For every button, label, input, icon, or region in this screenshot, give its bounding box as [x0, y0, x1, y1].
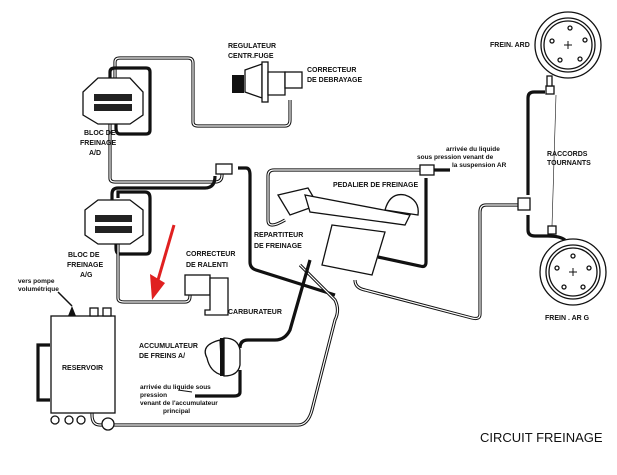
- label-arrivee-suspension: la suspension AR: [452, 162, 507, 169]
- label-arrivee-accumulateur: venant de l'accumulateur: [140, 400, 218, 407]
- tee-fitting: [215, 163, 233, 175]
- label-arrivee-accumulateur: arrivée du liquide sous: [140, 384, 211, 391]
- label-accumulateur: ACCUMULATEUR: [139, 343, 198, 350]
- label-correcteur-ralenti: DE RALENTI: [186, 262, 228, 269]
- frein-arg-wheel: [539, 94, 607, 306]
- label-arrivee-suspension: arrivée du liquide: [446, 146, 500, 153]
- label-arrivee-accumulateur: principal: [163, 408, 190, 415]
- label-arrivee-suspension: sous pression venant de: [417, 154, 494, 161]
- label-bloc-ag: A/G: [80, 272, 93, 279]
- regulateur-centrifuge: [232, 61, 303, 103]
- label-bloc-ad: BLOC DE: [84, 130, 116, 137]
- label-bloc-ag: FREINAGE: [67, 262, 104, 269]
- label-regulateur: CENTR.FUGE: [228, 53, 274, 60]
- label-frein-ard: FREIN. ARD: [490, 42, 530, 49]
- label-raccords: RACCORDS: [547, 151, 588, 158]
- diagram-title: CIRCUIT FREINAGE: [480, 430, 603, 445]
- label-pompe: volumétrique: [18, 286, 59, 293]
- accumulateur: [204, 337, 241, 377]
- tee-fitting: [419, 164, 435, 176]
- bloc-freinage-ag: [84, 199, 144, 245]
- bloc-freinage-ad: [82, 77, 144, 125]
- label-frein-arg: FREIN . AR G: [545, 315, 590, 322]
- label-arrivee-accumulateur: pression: [140, 392, 167, 399]
- label-repartiteur: DE FREINAGE: [254, 243, 302, 250]
- label-pedalier: PEDALIER DE FREINAGE: [333, 182, 419, 189]
- red-arrow-icon: [150, 224, 176, 300]
- frein-ard-wheel: [534, 11, 602, 95]
- label-bloc-ad: A/D: [89, 150, 101, 157]
- label-raccords: TOURNANTS: [547, 160, 591, 167]
- label-correcteur-ralenti: CORRECTEUR: [186, 251, 235, 258]
- label-repartiteur: REPARTITEUR: [254, 232, 303, 239]
- label-correcteur-debrayage: DE DEBRAYAGE: [307, 77, 362, 84]
- label-carburateur: CARBURATEUR: [228, 309, 282, 316]
- label-correcteur-debrayage: CORRECTEUR: [307, 67, 356, 74]
- label-bloc-ad: FREINAGE: [80, 140, 117, 147]
- reservoir: [50, 291, 116, 431]
- label-reservoir: RESERVOIR: [62, 365, 103, 372]
- pipes: [36, 56, 566, 427]
- label-pompe: vers pompe: [18, 278, 55, 285]
- label-regulateur: REGULATEUR: [228, 43, 276, 50]
- label-accumulateur: DE FREINS A/: [139, 353, 185, 360]
- carburateur: [184, 274, 229, 316]
- pedalier-de-freinage: [276, 187, 419, 276]
- label-bloc-ag: BLOC DE: [68, 252, 100, 259]
- tee-fitting: [517, 197, 531, 211]
